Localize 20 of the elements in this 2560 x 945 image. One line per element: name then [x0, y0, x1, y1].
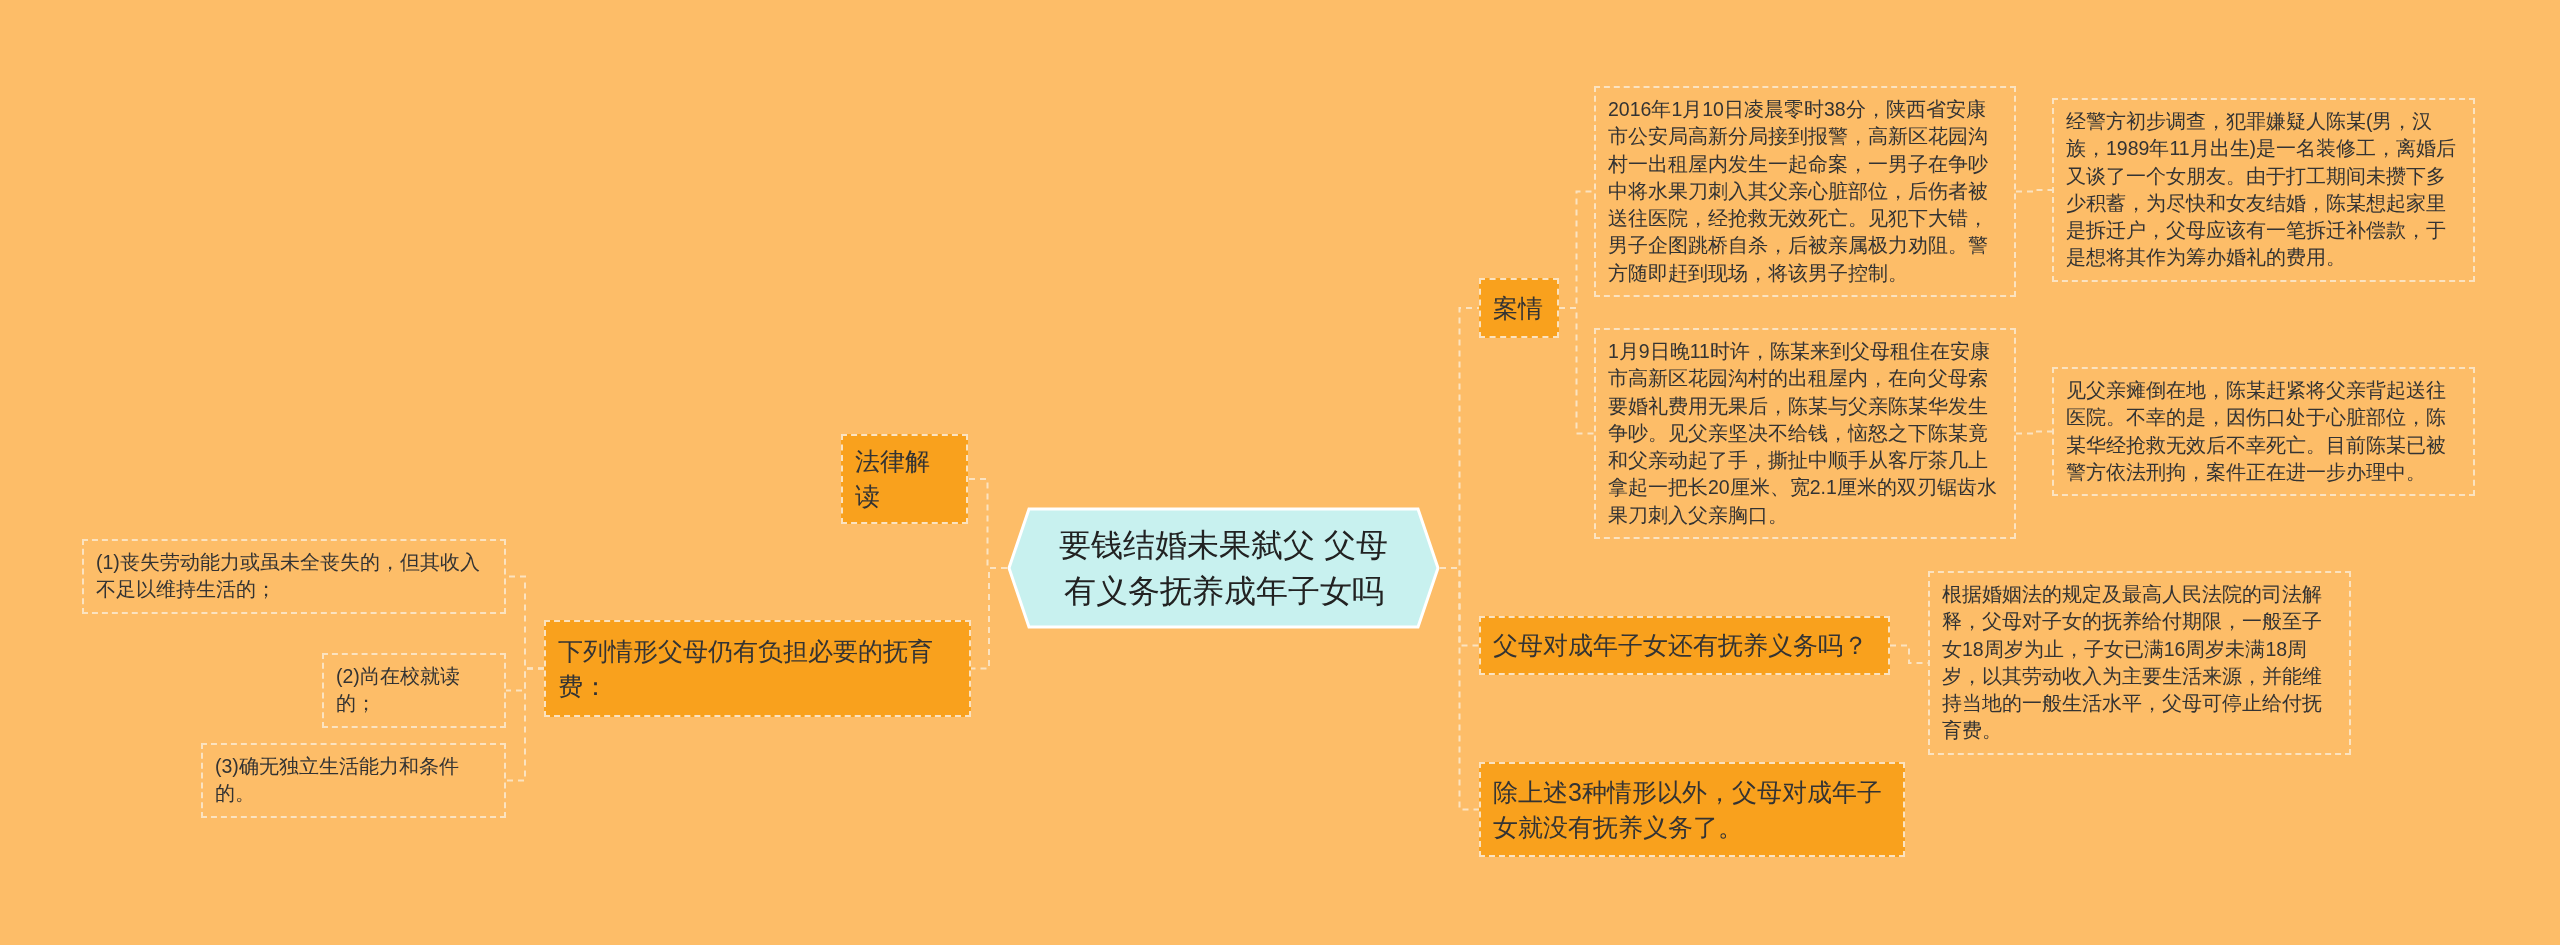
note-box: 经警方初步调查，犯罪嫌疑人陈某(男，汉族，1989年11月出生)是一名装修工，离婚后又谈了一个女朋友。由于打工期间未攒下多少积蓄，为尽快和女友结婚，陈某想起家里是拆迁户，父母应该有一笔拆迁补偿款，于是想将其作为筹办婚礼的费用。 — [2052, 98, 2475, 282]
topic-box: 除上述3种情形以外，父母对成年子女就没有抚养义务了。 — [1479, 762, 1905, 857]
connector-line — [970, 567, 1008, 670]
note-box: 根据婚姻法的规定及最高人民法院的司法解释，父母对子女的抚养给付期限，一般至子女18周岁为止，子女已满16周岁未满18周岁，以其劳动收入为主要生活来源，并能维持当地的一般生活水平，父母可停止给付抚育费。 — [1928, 571, 2351, 755]
topic-box: 案情 — [1479, 278, 1559, 338]
connector-line — [1439, 567, 1480, 811]
note-box: (3)确无独立生活能力和条件的。 — [201, 743, 506, 818]
note-box: 1月9日晚11时许，陈某来到父母租住在安康市高新区花园沟村的出租屋内，在向父母索要婚礼费用无果后，陈某与父亲陈某华发生争吵。见父亲坚决不给钱，恼怒之下陈某竟和父亲动起了手，撕扯中顺手从客厅茶几上拿起一把长20厘米、宽2.1厘米的双刃锯齿水果刀刺入父亲胸口。 — [1594, 328, 2016, 540]
connector-line — [1558, 307, 1595, 435]
topic-hexagon: 要钱结婚未果弑父 父母有义务抚养成年子女吗 — [1007, 506, 1440, 630]
note-box: (2)尚在校就读的； — [322, 653, 506, 728]
topic-box: 法律解读 — [841, 434, 968, 524]
topic-box: 下列情形父母仍有负担必要的抚育费： — [544, 620, 971, 717]
connector-line — [2015, 430, 2053, 435]
note-box: 2016年1月10日凌晨零时38分，陕西省安康市公安局高新分局接到报警，高新区花园沟村一出租屋内发生一起命案，一男子在争吵中将水果刀刺入其父亲心脏部位，后伤者被送往医院，经抢救无效死亡。见犯下大错，男子企图跳桥自杀，后被亲属极力劝阻。警方随即赶到现场，将该男子控制。 — [1594, 86, 2016, 298]
connector-line — [2015, 189, 2053, 193]
topic-box: 父母对成年子女还有抚养义务吗？ — [1479, 616, 1890, 675]
note-box: 见父亲瘫倒在地，陈某赶紧将父亲背起送往医院。不幸的是，因伤口处于心脏部位，陈某华经抢救无效后不幸死亡。目前陈某已被警方依法刑拘，案件正在进一步办理中。 — [2052, 367, 2475, 497]
note-box: (1)丧失劳动能力或虽未全丧失的，但其收入不足以维持生活的； — [82, 539, 506, 614]
connector-line — [505, 667, 545, 782]
